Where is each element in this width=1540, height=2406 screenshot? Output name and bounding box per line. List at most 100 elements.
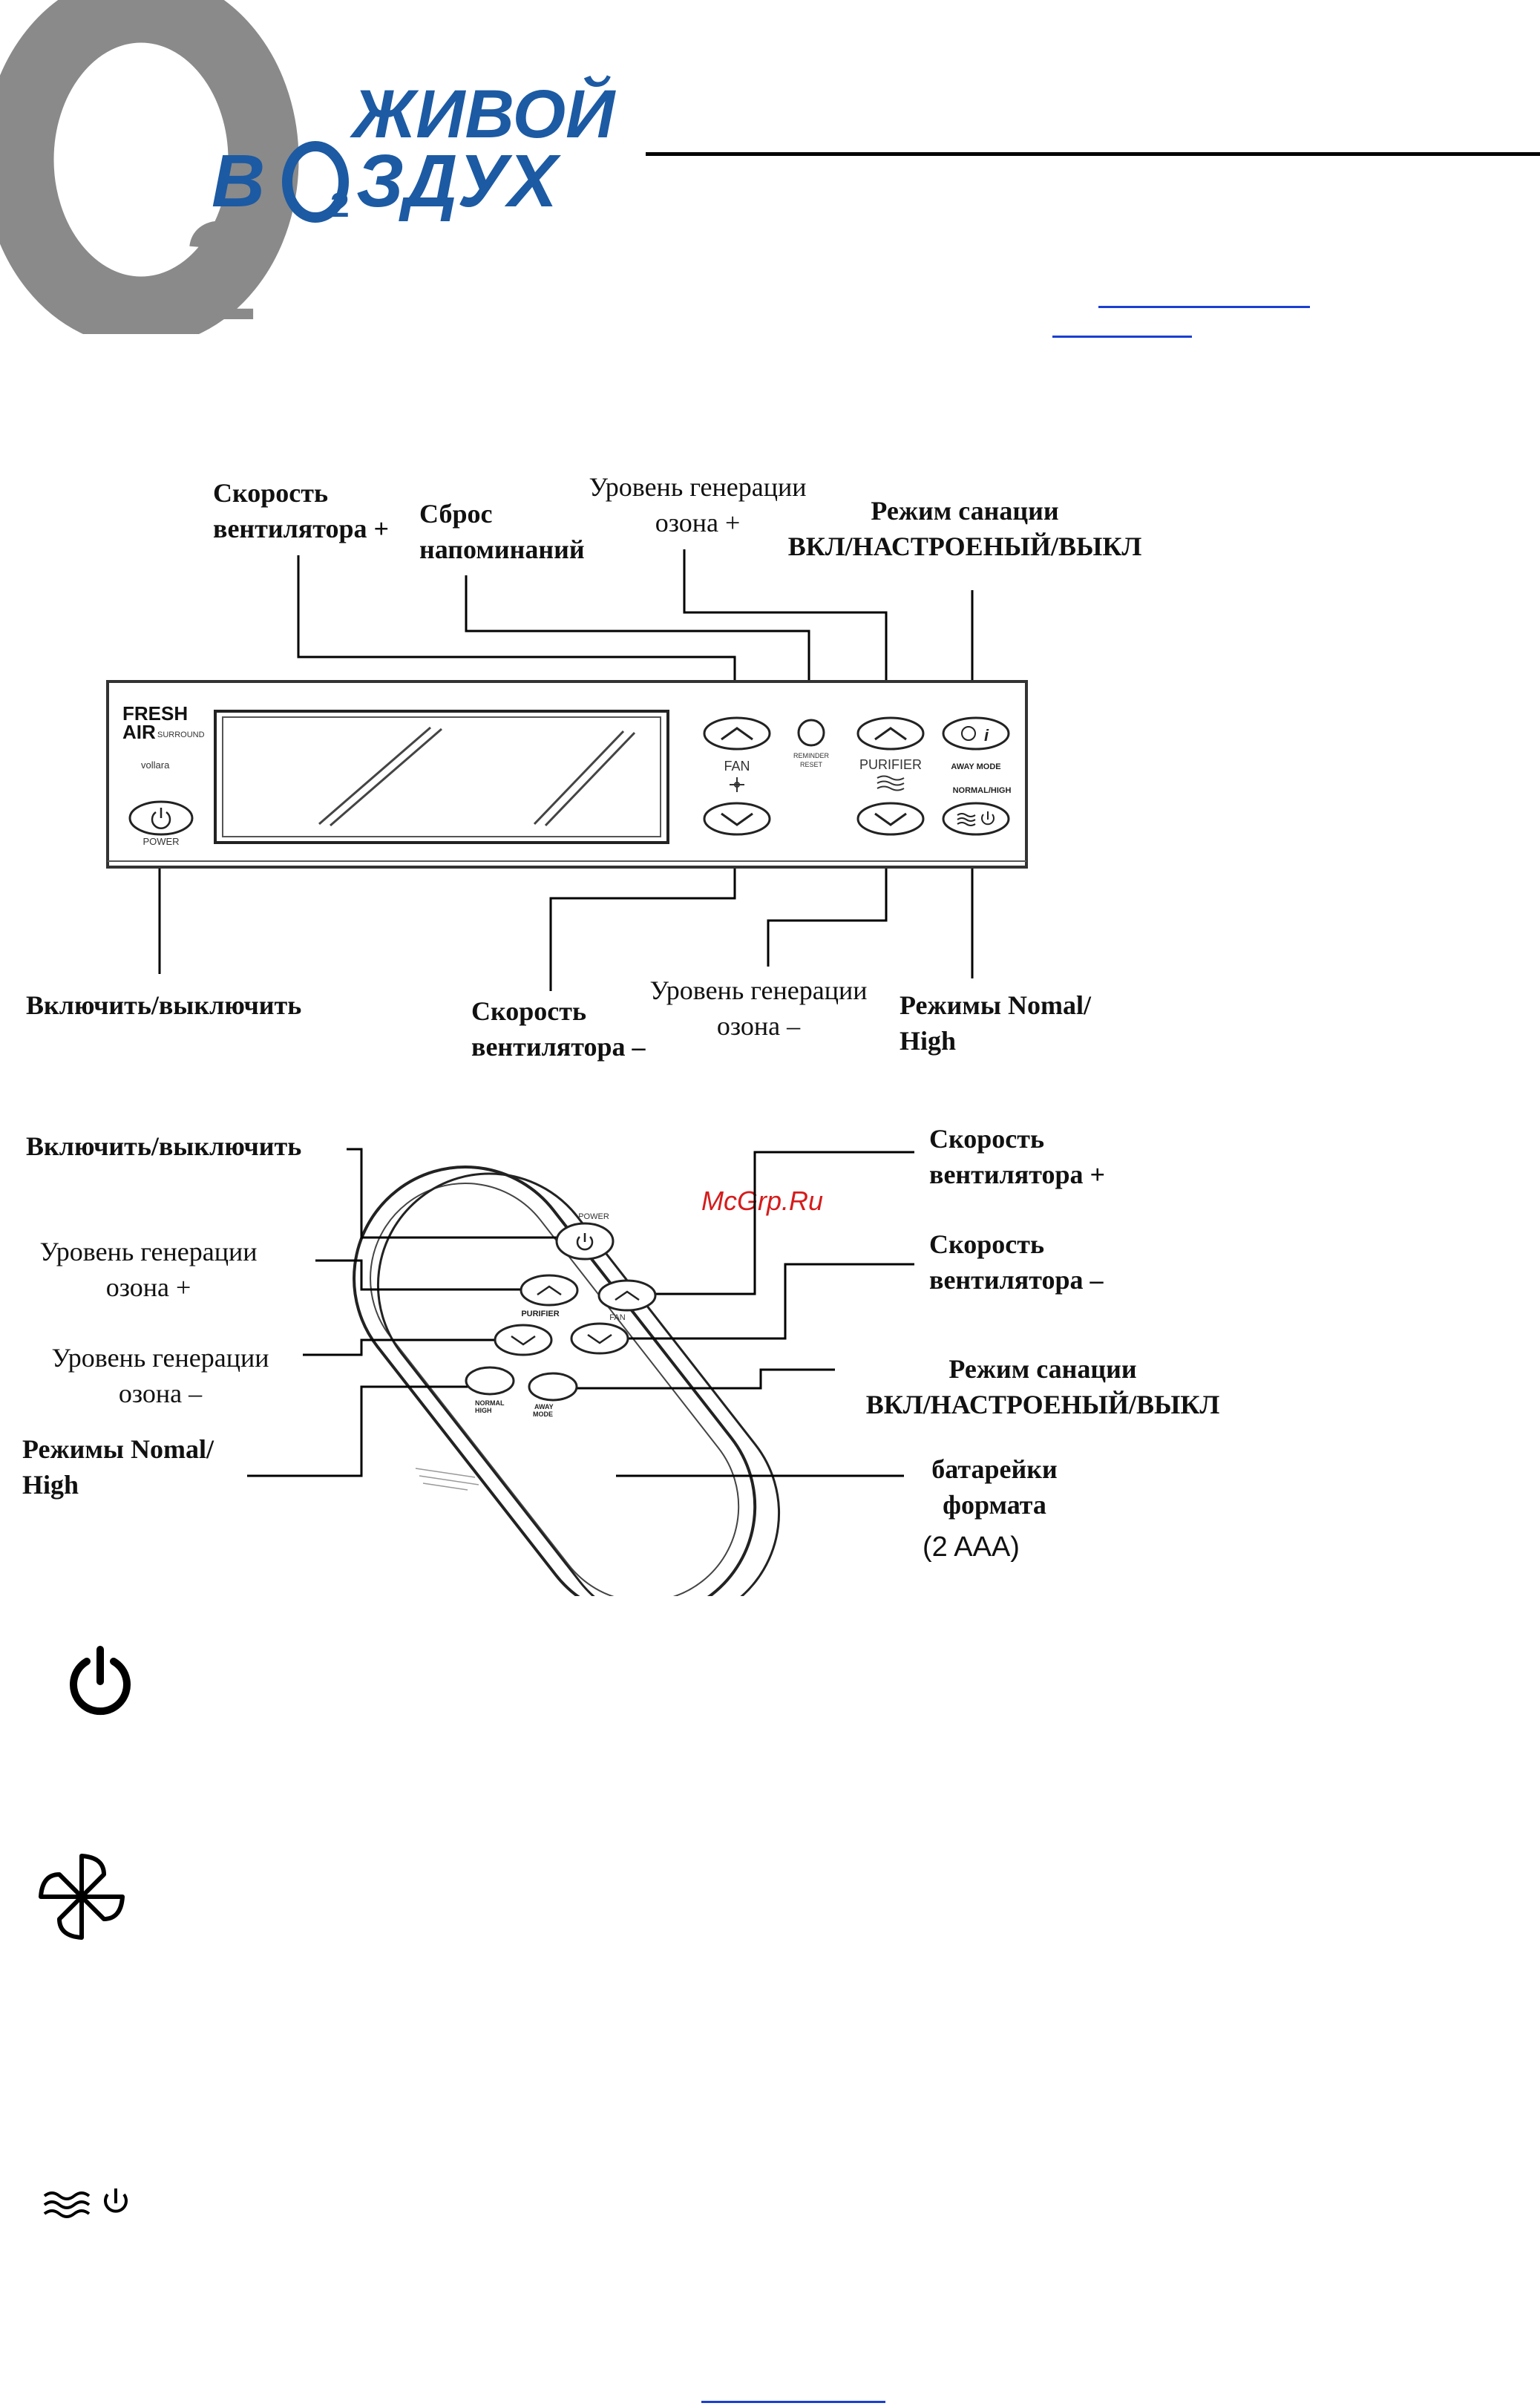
remote-away-label-1: AWAY	[534, 1403, 554, 1410]
remote-label-ozone-minus-line2: озона –	[118, 1379, 203, 1408]
remote-label-batteries: батарейки формата	[887, 1451, 1102, 1523]
remote-label-fan-minus: Скорость вентилятора –	[929, 1226, 1104, 1298]
label-power: Включить/выключить	[26, 987, 301, 1023]
remote-label-power-text: Включить/выключить	[26, 1131, 302, 1161]
remote-purifier-label: PURIFIER	[521, 1310, 559, 1318]
remote-fan-down-button[interactable]	[570, 1322, 629, 1355]
remote-label-sanitize-mode: Режим санации ВКЛ/НАСТРОЕНЫЙ/ВЫКЛ	[835, 1351, 1251, 1422]
label-ozone-minus: Уровень генерации озона –	[632, 972, 885, 1044]
label-fan-plus-line2: вентилятора +	[213, 514, 390, 543]
remote-label-batteries-line1: батарейки	[931, 1454, 1058, 1484]
logo-word-v: В	[212, 140, 265, 223]
header-rule	[646, 152, 1540, 156]
remote-power-label: POWER	[578, 1212, 609, 1221]
remote-label-fan-plus: Скорость вентилятора +	[929, 1121, 1105, 1192]
panel-waves-power-icon	[957, 811, 995, 826]
remote-fine-print	[415, 1468, 479, 1491]
panel-brand-small: SURROUND	[157, 730, 205, 739]
remote-away-mode-button[interactable]	[528, 1372, 578, 1402]
logo-subscript: 2	[182, 192, 261, 334]
panel-ozone-down-button[interactable]	[856, 802, 925, 836]
panel-display	[214, 710, 669, 844]
label-fan-plus-line1: Скорость	[213, 478, 328, 508]
panel-normal-high-button[interactable]	[942, 802, 1010, 836]
remote-label-ozone-plus-line2: озона +	[105, 1272, 191, 1302]
remote-label-fan-minus-line2: вентилятора –	[929, 1265, 1104, 1295]
panel-waves-icon	[877, 775, 905, 791]
label-reminder-line2: напоминаний	[419, 535, 585, 564]
remote-ozone-down-button[interactable]	[494, 1324, 553, 1356]
remote-fan-up-chevron-icon	[615, 1290, 640, 1301]
remote-fan-down-chevron-icon	[587, 1333, 612, 1344]
svg-text:i: i	[984, 726, 989, 745]
label-fan-plus: Скорость вентилятора +	[213, 475, 389, 546]
label-sanitize-line1: Режим санации	[871, 496, 1059, 526]
label-sanitize-line2: ВКЛ/НАСТРОЕНЫЙ/ВЫКЛ	[787, 532, 1142, 561]
remote-leader-lines	[247, 1148, 914, 1477]
remote-label-normal-high-line2: High	[22, 1470, 79, 1500]
remote-normal-label-2: HIGH	[475, 1407, 492, 1414]
label-fan-minus-line2: вентилятора –	[471, 1032, 646, 1062]
label-fan-minus: Скорость вентилятора –	[471, 993, 646, 1065]
panel-reminder-label-2: RESET	[800, 761, 823, 768]
panel-reminder-reset-button[interactable]	[797, 719, 825, 747]
footer-link-underline[interactable]	[701, 2401, 885, 2403]
logo-small-o-icon	[282, 141, 349, 223]
logo-word-zhivoy: ЖИВОЙ	[350, 74, 616, 152]
panel-fan-down-button[interactable]	[703, 802, 771, 836]
remote-label-power: Включить/выключить	[26, 1128, 301, 1164]
label-fan-minus-line1: Скорость	[471, 996, 586, 1026]
panel-ozone-down-chevron-icon	[874, 812, 907, 826]
remote-ozone-down-chevron-icon	[511, 1335, 536, 1346]
remote-ozone-up-button[interactable]	[520, 1274, 579, 1307]
watermark-text: McGrp.Ru	[701, 1186, 824, 1216]
label-normal-high-line2: High	[900, 1026, 957, 1056]
label-power-text: Включить/выключить	[26, 990, 302, 1020]
remote-normal-label-1: NORMAL	[475, 1399, 505, 1407]
remote-label-ozone-plus: Уровень генерации озона +	[15, 1234, 282, 1305]
remote-normal-high-button[interactable]	[465, 1366, 515, 1396]
remote-label-normal-high-line1: Режимы Nomal/	[22, 1434, 214, 1464]
logo-word-zdukh: ЗДУХ	[356, 140, 561, 223]
remote-label-fan-plus-line2: вентилятора +	[929, 1160, 1106, 1189]
waves-power-icon	[43, 2188, 128, 2218]
label-ozone-minus-line1: Уровень генерации	[649, 975, 868, 1005]
panel-fan-down-chevron-icon	[721, 812, 753, 826]
remote-power-icon	[576, 1233, 594, 1251]
panel-clock-info-icon: i	[961, 726, 989, 745]
panel-brand-line1: FRESH	[122, 702, 188, 725]
remote-label-sanitize-line1: Режим санации	[948, 1354, 1137, 1384]
label-ozone-minus-line2: озона –	[716, 1011, 801, 1041]
panel-reminder-label-1: REMINDER	[793, 752, 830, 759]
remote-away-label-2: MODE	[533, 1410, 553, 1418]
label-reminder-reset: Сброс напоминаний	[419, 496, 585, 567]
remote-label-ozone-plus-line1: Уровень генерации	[39, 1237, 258, 1266]
remote-fan-up-button[interactable]	[597, 1279, 657, 1312]
panel-maker: vollara	[141, 759, 170, 771]
remote-ozone-up-chevron-icon	[537, 1285, 562, 1296]
label-ozone-plus-line1: Уровень генерации	[589, 472, 807, 502]
logo-small-subscript: 2	[330, 186, 350, 224]
watermark: McGrp.Ru	[701, 1186, 823, 1217]
panel-fan-label: FAN	[724, 759, 750, 774]
label-ozone-plus: Уровень генерации озона +	[571, 469, 824, 540]
label-normal-high: Режимы Nomal/ High	[900, 987, 1091, 1059]
remote-body	[353, 1166, 781, 1596]
link-underline-2[interactable]	[1052, 336, 1192, 338]
panel-away-label: AWAY MODE	[951, 762, 1000, 771]
power-icon	[70, 1646, 131, 1716]
remote-fan-label: FAN	[609, 1313, 625, 1322]
fan-icon	[39, 1854, 125, 1940]
control-panel-diagram: FRESH AIR SURROUND vollara POWER FAN REM…	[106, 549, 1028, 991]
remote-label-fan-plus-line1: Скорость	[929, 1124, 1044, 1154]
panel-ozone-up-button[interactable]	[856, 716, 925, 751]
panel-purifier-label: PURIFIER	[859, 757, 922, 772]
remote-batteries-type-text: (2 AAA)	[923, 1531, 1020, 1563]
remote-label-batteries-type: (2 AAA)	[923, 1529, 1020, 1565]
panel-fan-up-button[interactable]	[703, 716, 771, 751]
link-underline-1[interactable]	[1098, 306, 1310, 308]
panel-power-label: POWER	[142, 836, 179, 847]
panel-brand-line2: AIR	[122, 721, 156, 743]
logo-graphic: 2 ЖИВОЙ В 2 ЗДУХ	[0, 0, 616, 350]
label-normal-high-line1: Режимы Nomal/	[900, 990, 1091, 1020]
